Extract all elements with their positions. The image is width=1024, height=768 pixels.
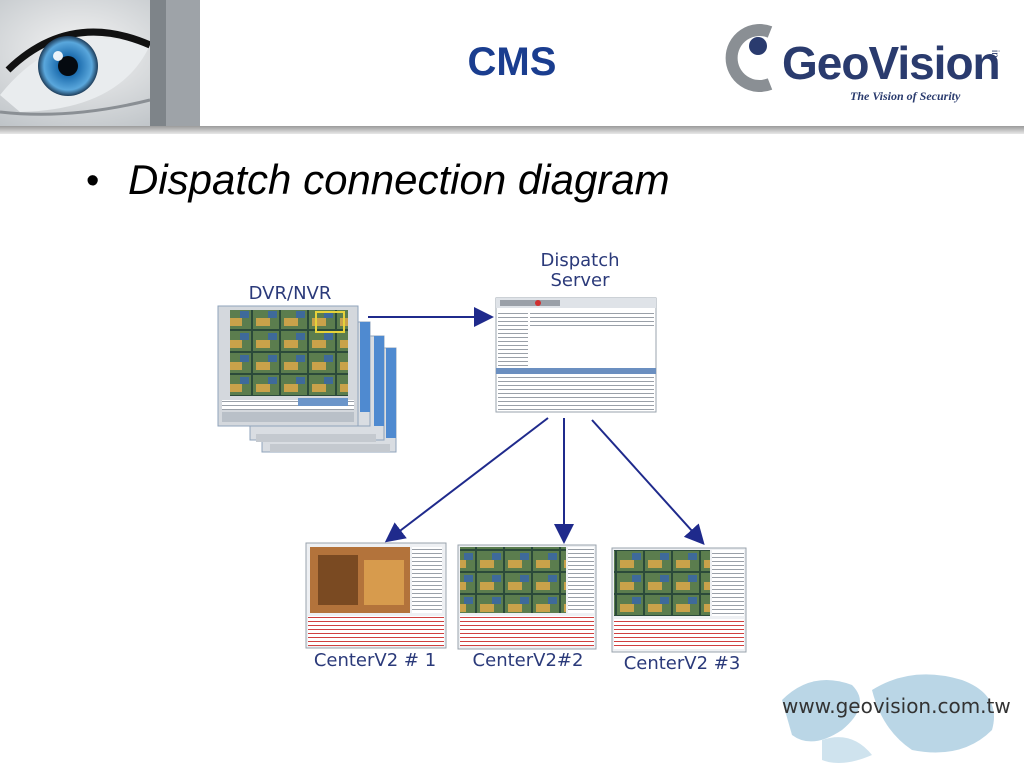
centerv2-1-label: CenterV2 # 1 [313,650,437,671]
centerv2-3-label: CenterV2 #3 [623,653,741,674]
bullet-icon: • [86,160,100,202]
website-url: www.geovision.com.tw [782,694,1011,718]
dispatch-server-window [495,297,657,413]
dispatch-server-label: Dispatch Server [520,251,640,291]
dvr-nvr-screens [217,305,397,453]
connection-arrows [368,307,705,545]
dvr-nvr-label: DVR/NVR [248,283,332,304]
eye-photo [0,0,200,128]
bullet-text: Dispatch connection diagram [128,156,670,203]
dispatch-label-line2: Server [550,270,610,291]
arrow-dispatch-to-center1 [384,417,549,543]
world-map-graphic [762,660,1024,768]
centerv2-2-label: CenterV2#2 [472,650,584,671]
logo-tagline: The Vision of Security [850,89,961,103]
arrow-dispatch-to-center3 [591,419,705,545]
centerv2-3-window [611,547,747,653]
centerv2-2-window [457,544,597,650]
logo-wordmark: GeoVision [782,37,1001,89]
header-divider [0,126,1024,134]
centerv2-1-window [305,542,447,649]
dispatch-label-line1: Dispatch [540,250,620,271]
geovision-logo [725,24,773,92]
logo-inc: inc [989,50,1000,63]
slide-title: CMS [467,40,557,84]
